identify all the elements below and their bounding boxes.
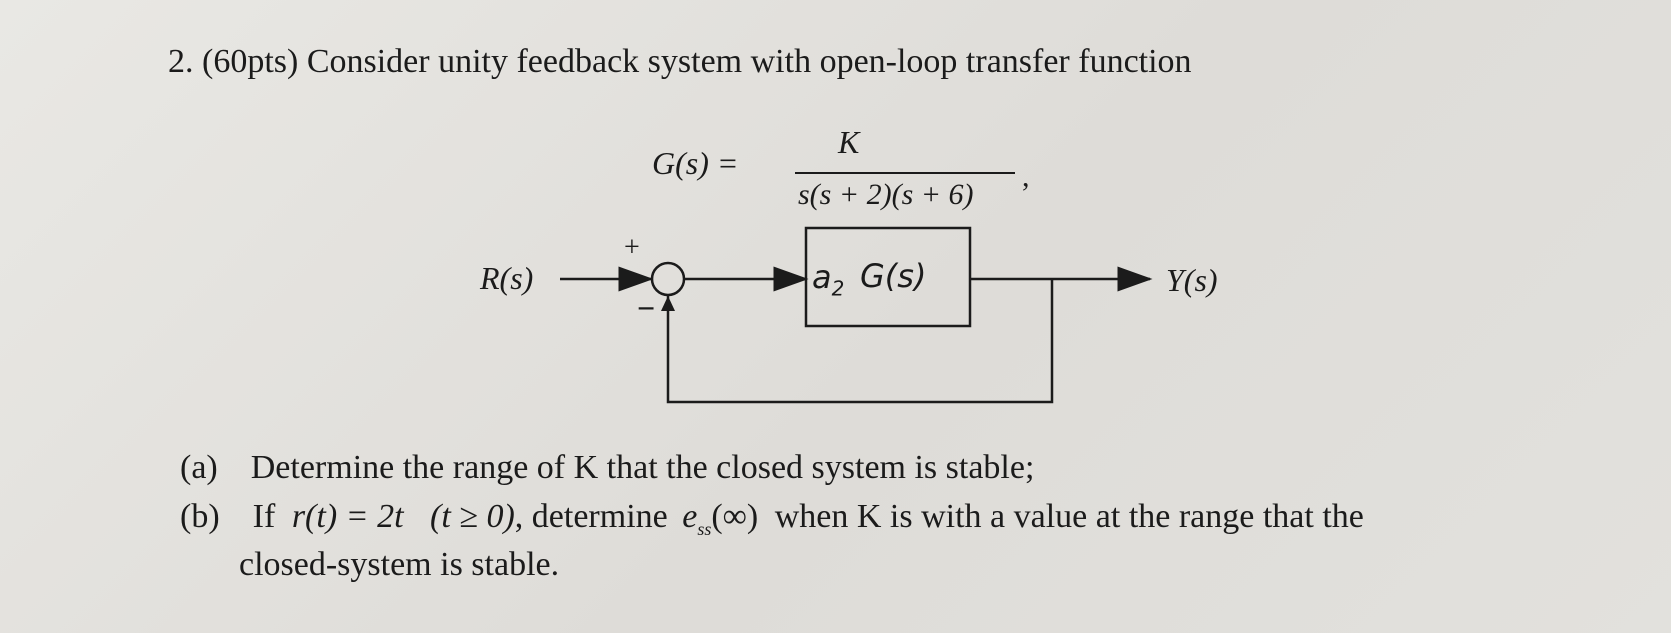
input-label: R(s) <box>480 260 534 296</box>
minus-sign: − <box>637 290 656 326</box>
block-gain: a2 <box>812 258 844 300</box>
part-a-text: Determine the range of K that the closed… <box>250 449 1035 486</box>
block-function: G(s) <box>860 257 927 295</box>
block-gain-subscript: 2 <box>831 276 845 301</box>
part-b-input-function: r(t) = 2t <box>291 498 404 535</box>
error-subscript: ss <box>697 518 712 539</box>
part-b-error-arg: (∞) <box>711 498 759 535</box>
block-gain-symbol: a <box>812 258 832 296</box>
part-a-label: (a) <box>180 449 218 486</box>
part-b-error-symbol: ess <box>682 498 711 539</box>
fraction-bar <box>795 172 1015 174</box>
question-prompt: Consider unity feedback system with open… <box>306 43 1192 80</box>
part-b-condition: (t ≥ 0) <box>430 498 515 535</box>
part-b-determine: , determine <box>514 498 668 535</box>
equation-numerator: K <box>838 124 860 160</box>
question-number: 2. <box>168 43 194 80</box>
equation-trailing-comma: , <box>1022 160 1030 193</box>
part-b-text-rest-1: when K is with a value at the range that… <box>774 498 1364 535</box>
question-points: (60pts) <box>202 43 299 80</box>
part-a: (a) Determine the range of K that the cl… <box>180 448 1034 488</box>
feedback-path <box>666 279 1054 404</box>
part-b: (b) If r(t) = 2t (t ≥ 0), determine ess(… <box>180 497 1364 549</box>
part-b-label: (b) <box>180 498 220 535</box>
question-header: 2. (60pts) Consider unity feedback syste… <box>168 42 1192 82</box>
part-b-if: If <box>252 498 276 535</box>
summing-junction <box>650 261 686 297</box>
equation-lhs: G(s) = <box>652 145 739 181</box>
part-b-continuation: closed-system is stable. <box>239 546 560 583</box>
transfer-block <box>804 226 972 328</box>
feedback-arrowhead <box>661 296 675 311</box>
output-label: Y(s) <box>1166 262 1218 298</box>
plus-sign: + <box>624 232 640 263</box>
equation-denominator: s(s + 2)(s + 6) <box>798 178 974 211</box>
error-main: e <box>682 498 698 535</box>
